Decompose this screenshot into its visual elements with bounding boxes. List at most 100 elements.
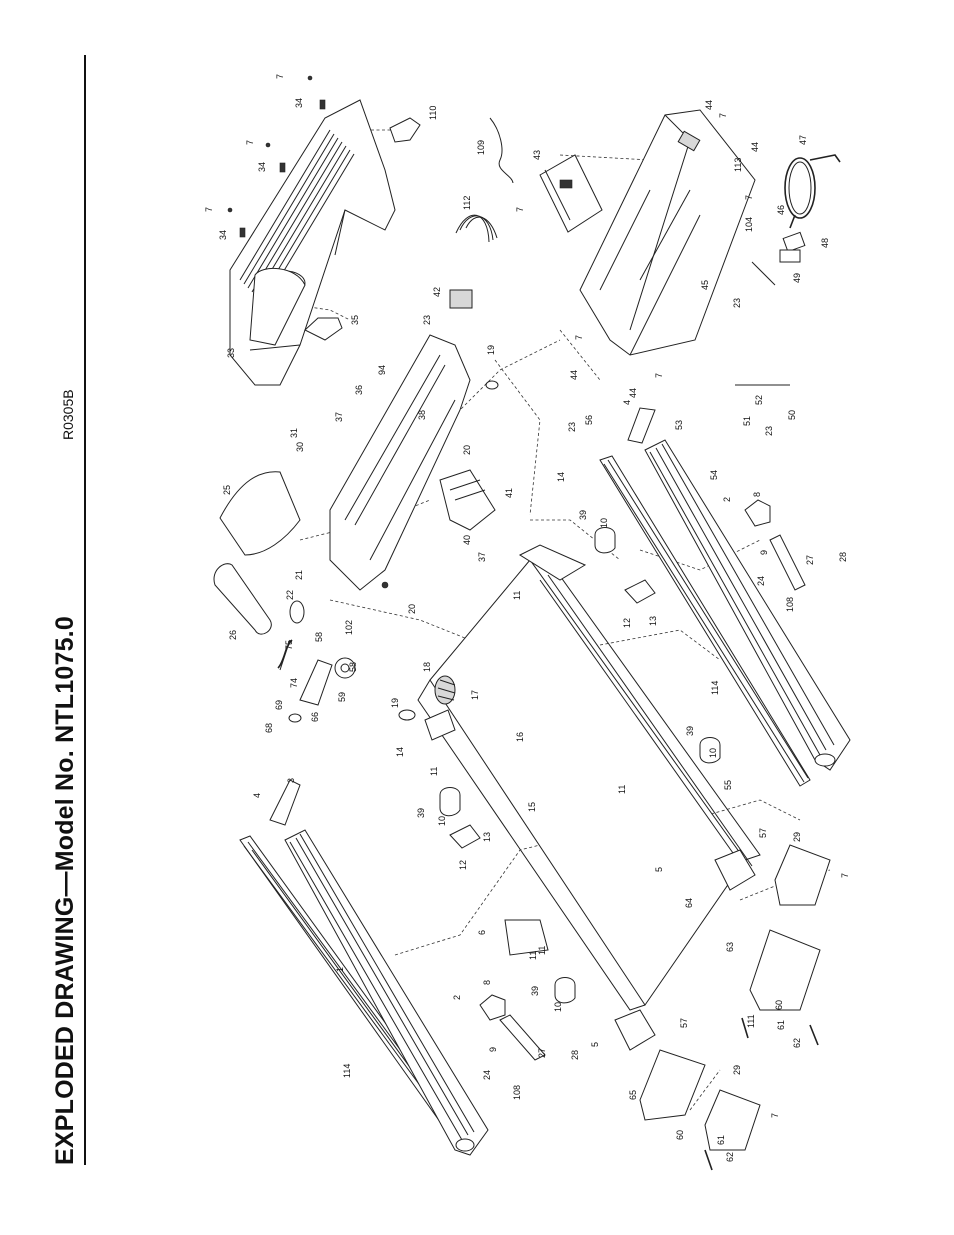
part-label: 39 [530, 986, 540, 996]
leveler-8a [479, 994, 506, 1021]
part-label: 41 [504, 488, 514, 498]
part-label: 28 [570, 1050, 580, 1060]
endcap-64 [714, 849, 756, 891]
part-label: 75 [284, 640, 294, 650]
part-label: 9 [759, 550, 769, 555]
part-label: 3 [286, 778, 296, 783]
front-roller-17 [434, 675, 456, 705]
power-cord-47 [784, 154, 841, 229]
part-label: 7 [574, 335, 584, 340]
part-label: 58 [314, 632, 324, 642]
part-label: 52 [754, 395, 764, 405]
part-label: 47 [798, 135, 808, 145]
part-label: 18 [422, 662, 432, 672]
screw-7c [227, 207, 233, 213]
sticker-6 [504, 919, 549, 956]
part-label: 114 [710, 681, 720, 695]
plate-49 [779, 249, 801, 263]
part-label: 4 [252, 793, 262, 798]
part-label: 65 [628, 1090, 638, 1100]
part-label: 49 [792, 273, 802, 283]
part-label: 37 [334, 412, 344, 422]
part-label: 40 [462, 535, 472, 545]
pad-110 [389, 117, 421, 143]
part-label: 11 [528, 951, 538, 960]
hood-65 [639, 1049, 706, 1121]
foot-rail-left-1 [284, 829, 489, 1156]
part-label: 23 [422, 315, 432, 325]
part-label: 11 [617, 785, 627, 794]
part-label: 68 [264, 723, 274, 733]
part-label: 29 [732, 1065, 742, 1075]
part-label: 34 [257, 162, 267, 172]
base-frame-45 [579, 109, 756, 356]
filter-42 [449, 289, 473, 309]
part-label: 1 [335, 967, 345, 972]
part-label: 11 [537, 946, 547, 955]
part-label: 13 [648, 616, 658, 626]
rear-cover-29b [704, 1089, 761, 1151]
part-label: 14 [395, 747, 405, 757]
part-label: 7 [654, 373, 664, 378]
screw-34b [279, 162, 286, 173]
wire-109 [489, 117, 514, 184]
part-label: 109 [476, 140, 486, 155]
cap-3 [269, 779, 301, 826]
part-label: 111 [746, 1014, 756, 1028]
part-label: 10 [437, 816, 447, 826]
part-label: 25 [222, 485, 232, 495]
part-label: 37 [477, 552, 487, 562]
part-label: 61 [776, 1020, 786, 1030]
part-label: 74 [289, 678, 299, 688]
part-label: 5 [654, 867, 664, 872]
bracket-74 [299, 659, 333, 706]
part-label: 53 [674, 420, 684, 430]
part-label: 55 [723, 780, 733, 790]
foot-rail-right-54 [644, 439, 851, 771]
part-label: 36 [354, 385, 364, 395]
part-label: 27 [537, 1048, 547, 1058]
part-label: 43 [532, 150, 542, 160]
part-label-group: 7 34 110 7 34 7 34 33 35 109 43 44 7 44 … [204, 74, 850, 1162]
part-label: 16 [515, 732, 525, 742]
part-label: 51 [742, 416, 752, 426]
part-label: 112 [462, 196, 472, 210]
part-label: 23 [732, 298, 742, 308]
part-label: 62 [725, 1152, 735, 1162]
part-label: 60 [774, 1000, 784, 1010]
part-label: 14 [556, 472, 566, 482]
rear-cover-29a [774, 844, 831, 906]
part-label: 6 [477, 930, 487, 935]
pulley-59 [334, 657, 356, 679]
bracket-9b [769, 534, 806, 591]
part-label: 44 [628, 388, 638, 398]
part-label: 8 [482, 980, 492, 985]
part-label: 17 [470, 690, 480, 700]
part-label: 113 [733, 158, 743, 172]
part-label: 39 [416, 808, 426, 818]
part-label: 7 [770, 1113, 780, 1118]
part-label: 11 [429, 767, 439, 776]
part-label: 24 [482, 1070, 492, 1080]
part-label: 23 [567, 422, 577, 432]
part-label: 7 [718, 113, 728, 118]
part-label: 21 [294, 570, 304, 580]
motor-frame-94 [329, 334, 471, 591]
part-label: 4 [622, 400, 632, 405]
part-label: 7 [840, 873, 850, 878]
screw-34c [239, 227, 246, 238]
part-label: 34 [294, 98, 304, 108]
part-label: 12 [458, 860, 468, 870]
part-label: 31 [289, 428, 299, 438]
part-label: 61 [716, 1135, 726, 1145]
outlet-48 [782, 231, 806, 253]
part-label: 66 [310, 712, 320, 722]
part-label: 38 [417, 410, 427, 420]
cushions-10 [439, 527, 721, 1004]
bracket-56 [518, 544, 587, 581]
bracket-9a [499, 1014, 546, 1061]
part-label: 29 [792, 832, 802, 842]
part-label: 7 [275, 74, 285, 79]
part-label: 58 [348, 662, 358, 672]
